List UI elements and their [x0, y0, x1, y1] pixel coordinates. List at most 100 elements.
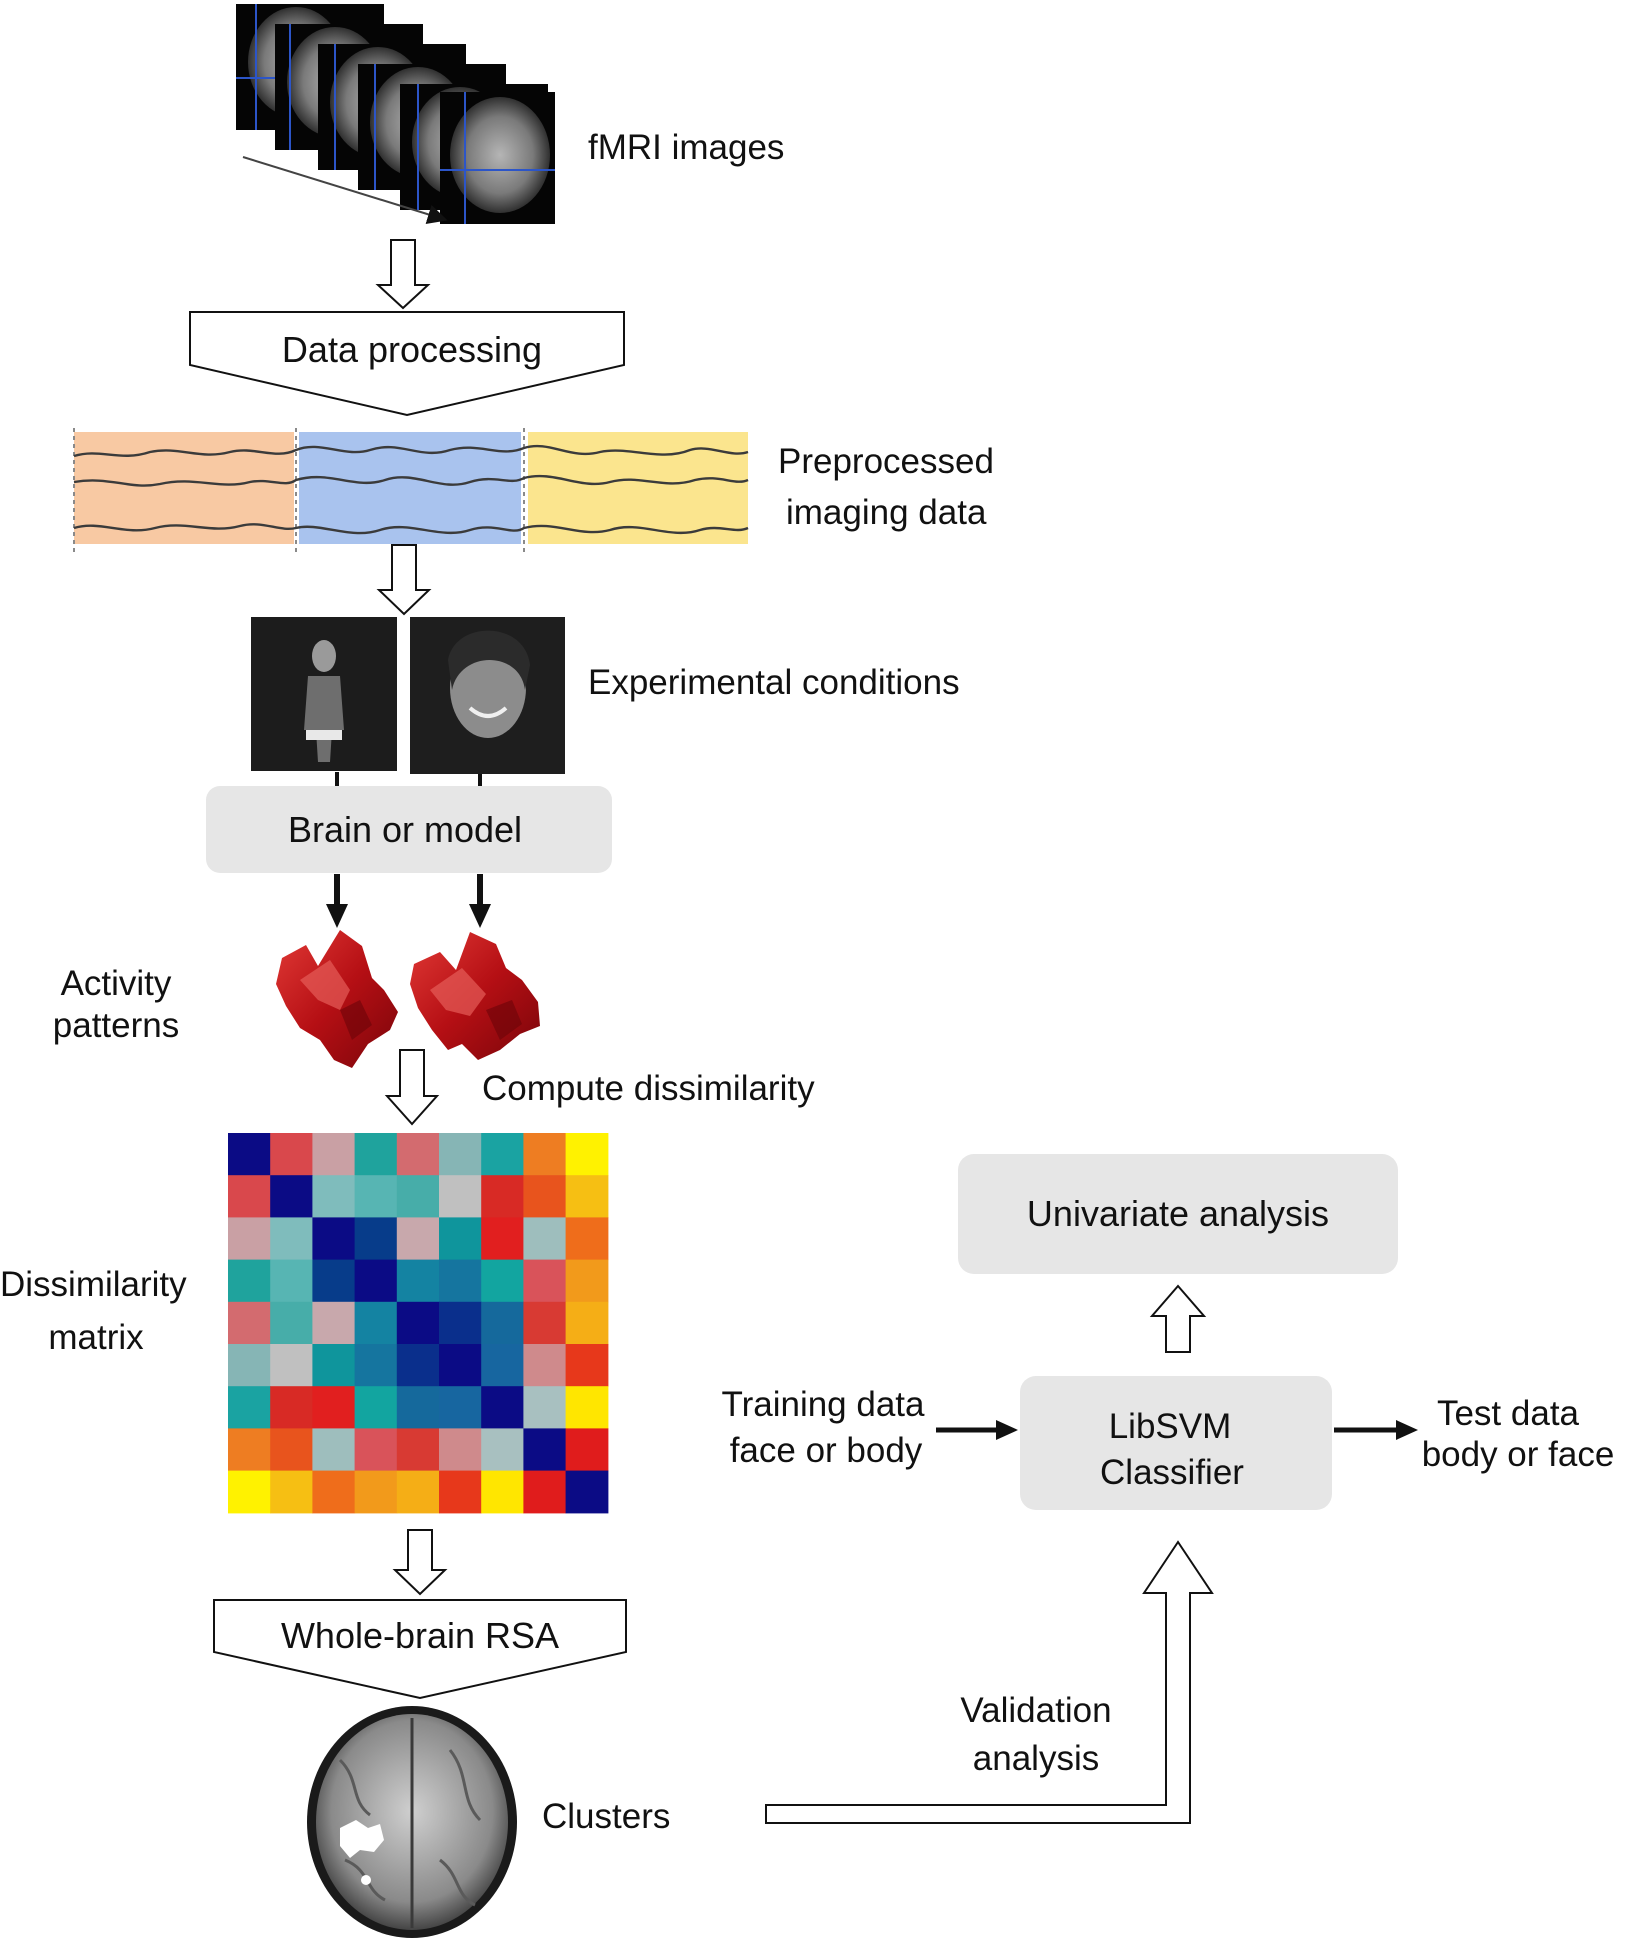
matrix-cell	[523, 1259, 567, 1303]
matrix-cell	[523, 1386, 567, 1429]
hollow-down-arrow	[384, 1049, 440, 1126]
hollow-down-arrow	[375, 239, 431, 310]
matrix-cell	[565, 1344, 609, 1387]
matrix-cell	[396, 1344, 440, 1387]
matrix-cell	[312, 1344, 356, 1387]
validation-hollow-arrow	[765, 1540, 1214, 1824]
label-dissimilarity-line2: matrix	[48, 1318, 144, 1357]
condition-image-body	[251, 617, 397, 771]
label-training-line1: Training data	[722, 1385, 926, 1424]
matrix-cell	[481, 1175, 524, 1218]
whole-brain-rsa-shape	[213, 1599, 627, 1700]
label-validation-line2: analysis	[973, 1739, 1099, 1778]
matrix-cell	[354, 1470, 398, 1514]
matrix-cell	[270, 1259, 313, 1303]
label-univariate-analysis: Univariate analysis	[1027, 1193, 1329, 1234]
matrix-cell	[228, 1175, 271, 1218]
matrix-cell	[565, 1428, 609, 1472]
matrix-cell	[481, 1217, 524, 1261]
matrix-cell	[228, 1428, 271, 1472]
matrix-cell	[523, 1175, 567, 1218]
matrix-cell	[354, 1386, 398, 1429]
activity-pattern-surface	[410, 932, 540, 1060]
activity-pattern-surface	[276, 930, 398, 1068]
matrix-cell	[354, 1133, 398, 1176]
matrix-cell	[312, 1175, 356, 1218]
matrix-cell	[270, 1175, 313, 1218]
label-libsvm-line1: LibSVM	[1109, 1407, 1232, 1446]
matrix-cell	[270, 1217, 313, 1261]
label-preprocessed-line1: Preprocessed	[778, 442, 994, 481]
matrix-cell	[228, 1217, 271, 1261]
matrix-cell	[396, 1259, 440, 1303]
condition-connectors	[335, 772, 482, 786]
label-compute-dissimilarity: Compute dissimilarity	[482, 1069, 815, 1108]
label-fmri-images: fMRI images	[588, 128, 784, 167]
matrix-cell	[228, 1259, 271, 1303]
matrix-cell	[228, 1386, 271, 1429]
matrix-cell	[312, 1217, 356, 1261]
matrix-cell	[228, 1301, 271, 1345]
matrix-cell	[481, 1428, 524, 1472]
solid-down-arrows	[326, 874, 491, 928]
fmri-slice-front	[440, 92, 555, 224]
time-arrow	[242, 156, 448, 225]
matrix-cell	[312, 1259, 356, 1303]
matrix-cell	[396, 1428, 440, 1472]
matrix-cell	[565, 1217, 609, 1261]
matrix-cell	[228, 1344, 271, 1387]
matrix-cell	[312, 1428, 356, 1472]
matrix-cell	[270, 1470, 313, 1514]
matrix-cell	[523, 1428, 567, 1472]
label-test-line2: body or face	[1422, 1435, 1615, 1474]
matrix-cell	[396, 1175, 440, 1218]
matrix-cell	[396, 1386, 440, 1429]
label-brain-or-model: Brain or model	[288, 809, 522, 850]
label-whole-brain-rsa: Whole-brain RSA	[281, 1615, 559, 1656]
label-validation-line1: Validation	[960, 1691, 1111, 1730]
hollow-down-arrow	[392, 1529, 448, 1596]
label-data-processing: Data processing	[282, 329, 542, 370]
univariate-analysis-box	[958, 1154, 1398, 1274]
matrix-cell	[270, 1344, 313, 1387]
matrix-cell	[270, 1301, 313, 1345]
matrix-cell	[481, 1470, 524, 1514]
matrix-cell	[565, 1386, 609, 1429]
matrix-cell	[312, 1386, 356, 1429]
matrix-cell	[396, 1217, 440, 1261]
matrix-cell	[523, 1133, 567, 1176]
matrix-cell	[396, 1301, 440, 1345]
matrix-cell	[354, 1428, 398, 1472]
hollow-up-arrow	[1149, 1284, 1207, 1353]
fmri-image-stack	[236, 4, 555, 225]
signal-traces	[73, 444, 749, 535]
label-activity-line1: Activity	[61, 964, 172, 1003]
matrix-cell	[481, 1386, 524, 1429]
cluster-blob	[340, 1820, 384, 1858]
label-preprocessed-line2: imaging data	[786, 493, 987, 532]
hollow-down-arrow	[376, 544, 432, 616]
matrix-cell	[228, 1470, 271, 1514]
matrix-cell	[439, 1259, 482, 1303]
condition-image-face	[410, 617, 565, 774]
libsvm-classifier-box	[1020, 1376, 1332, 1510]
matrix-cell	[481, 1344, 524, 1387]
matrix-cell	[523, 1301, 567, 1345]
matrix-cell	[439, 1217, 482, 1261]
matrix-cell	[354, 1344, 398, 1387]
matrix-cell	[565, 1175, 609, 1218]
matrix-cell	[439, 1470, 482, 1514]
matrix-cell	[396, 1133, 440, 1176]
label-training-line2: face or body	[730, 1431, 923, 1470]
matrix-cell	[228, 1133, 271, 1176]
matrix-cell	[565, 1133, 609, 1176]
training-arrow-head	[996, 1420, 1018, 1440]
matrix-cell	[270, 1386, 313, 1429]
matrix-cell	[481, 1301, 524, 1345]
brain-or-model-box	[206, 786, 612, 873]
matrix-cell	[439, 1301, 482, 1345]
matrix-cell	[565, 1259, 609, 1303]
matrix-cell	[270, 1133, 313, 1176]
dissimilarity-matrix	[228, 1133, 609, 1514]
brain-clusters-image	[307, 1706, 517, 1938]
